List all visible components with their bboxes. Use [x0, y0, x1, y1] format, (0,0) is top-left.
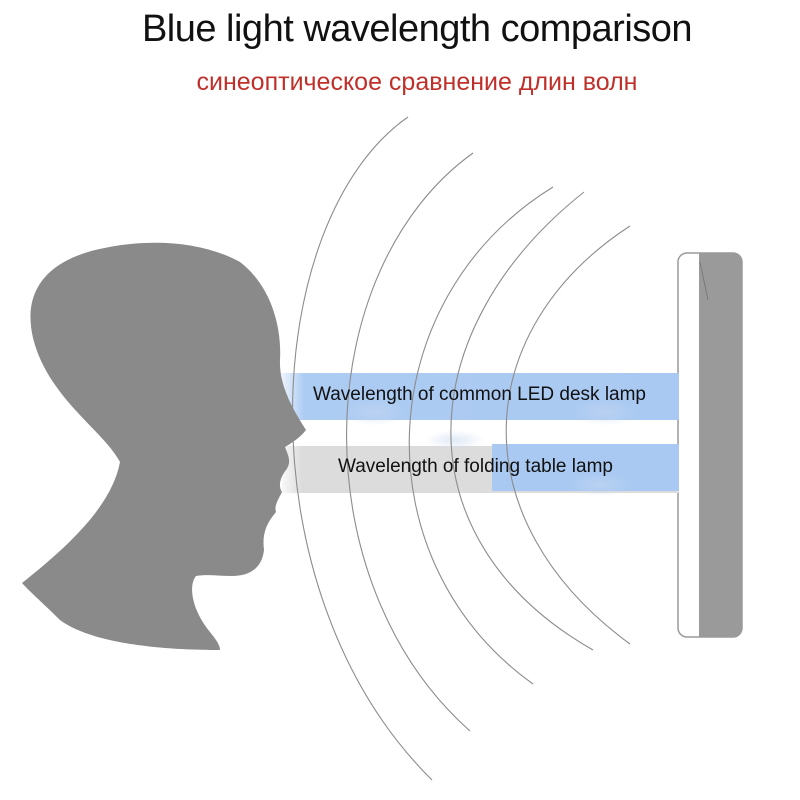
- folding-lamp-label: Wavelength of folding table lamp: [338, 456, 613, 477]
- light-glow: [343, 398, 639, 497]
- page-subtitle: синеоптическое сравнение длин волн: [196, 68, 638, 96]
- lamp-panel-icon: [677, 252, 743, 638]
- led-lamp-label: Wavelength of common LED desk lamp: [313, 384, 647, 405]
- page-title: Blue light wavelength comparison: [141, 8, 693, 50]
- head-silhouette-icon: [22, 242, 306, 651]
